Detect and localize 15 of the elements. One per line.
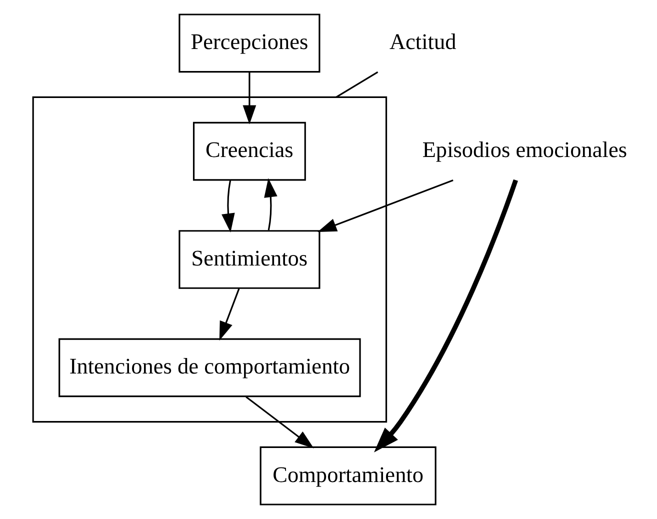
label: Actitud <box>388 29 456 54</box>
arrow <box>221 180 234 233</box>
cluster <box>32 96 387 423</box>
node-box: Comportamiento <box>259 446 436 506</box>
arrow <box>245 396 314 448</box>
arrow <box>374 179 518 452</box>
node-box: Sentimientos <box>178 230 320 289</box>
arrow <box>317 179 453 232</box>
node-text: Episodios emocionales <box>422 137 627 162</box>
arrow <box>264 178 277 230</box>
arrow <box>242 72 256 124</box>
node-box: Percepciones <box>178 14 320 73</box>
node-box: Intenciones de comportamiento <box>58 338 360 398</box>
arrow <box>218 288 240 341</box>
node-box: Creencias <box>192 122 306 181</box>
